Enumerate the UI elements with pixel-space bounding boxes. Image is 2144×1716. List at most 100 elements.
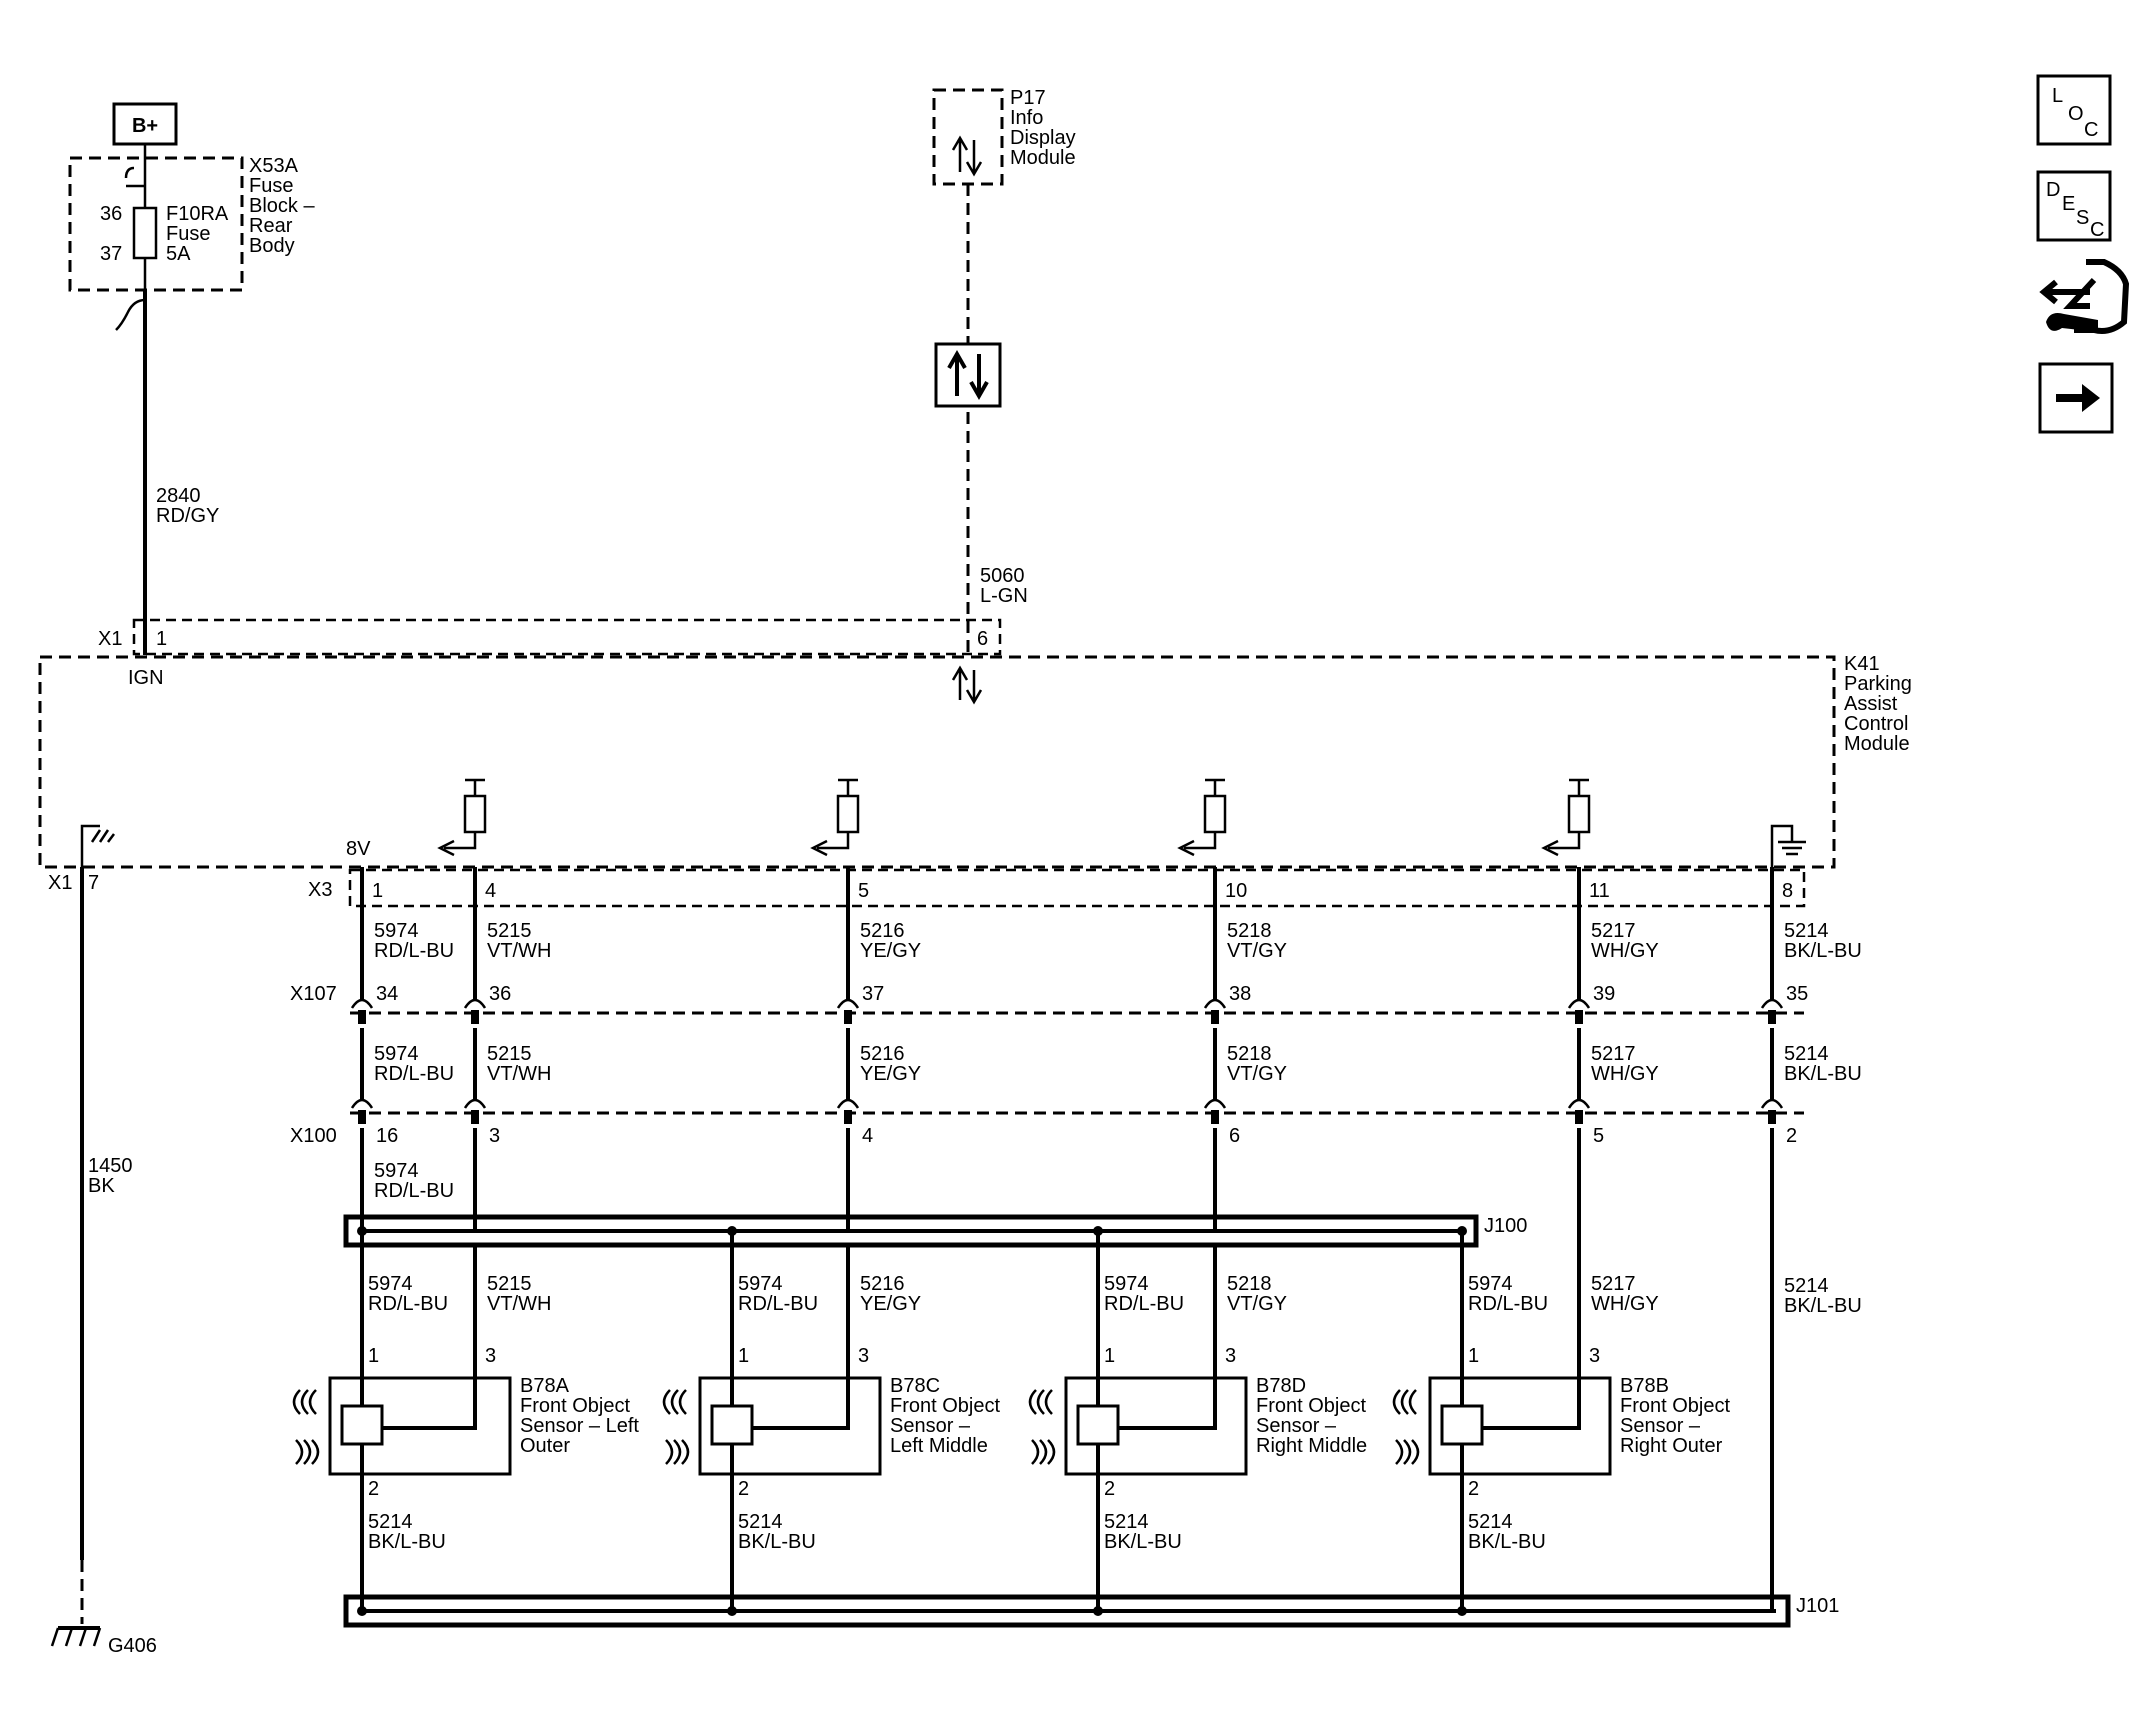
x3-color-5974: RD/L-BU [374, 940, 454, 962]
splice-j100: J100 [343, 1214, 1527, 1248]
x3-pin-11: 11 [1589, 880, 1610, 902]
procedure-button[interactable] [2039, 259, 2130, 334]
sensor-signal-circuit: 5216 [860, 1273, 905, 1295]
connector-male-icon [1575, 1010, 1583, 1024]
x107-label: X107 [290, 983, 337, 1005]
sensor-signal-color: YE/GY [860, 1293, 921, 1315]
x107-pin-37: 37 [862, 983, 884, 1005]
loc-letter-2: O [2068, 103, 2084, 125]
sensor-power-color: RD/L-BU [738, 1293, 818, 1315]
connector-female-icon [1203, 998, 1227, 1009]
location-view-button[interactable]: L O C [2036, 74, 2112, 146]
fuse-rating-2: 5A [166, 243, 191, 265]
sensor-power-circuit: 5974 [368, 1273, 413, 1295]
loc-letter-3: C [2084, 119, 2098, 141]
sensor-power-circuit: 5974 [1468, 1273, 1513, 1295]
sensor-pin-signal: 3 [1225, 1345, 1236, 1367]
splice-dot [727, 1606, 737, 1616]
x107-circuit-5214: 5214 [1784, 1043, 1829, 1065]
serial-wire-circuit: 5060 [980, 565, 1025, 587]
sensor-gnd-circuit: 5214 [1104, 1511, 1149, 1533]
pullup-resistor-2 [810, 778, 860, 857]
x100-label: X100 [290, 1125, 337, 1147]
module-name-3: Control [1844, 713, 1908, 735]
sensor-gnd-color: BK/L-BU [368, 1531, 446, 1553]
sensor-gnd-circuit: 5214 [368, 1511, 413, 1533]
x100-pin-4: 4 [862, 1125, 873, 1147]
next-page-button[interactable] [2038, 362, 2114, 434]
sensor-signal-color: VT/WH [487, 1293, 551, 1315]
sensor-gnd-color: BK/L-BU [1468, 1531, 1546, 1553]
sensor-signal-circuit: 5217 [1591, 1273, 1636, 1295]
fuse-block: X53A Fuse Block – Rear Body 36 37 F10RA … [68, 155, 315, 331]
x3-circuit-5218: 5218 [1227, 920, 1272, 942]
connector-female-icon [463, 1098, 487, 1109]
sensor-name-line: Front Object [520, 1395, 630, 1417]
x3-circuit-5215: 5215 [487, 920, 532, 942]
sensor-pin-signal: 3 [485, 1345, 496, 1367]
sensor-pin-power: 1 [1468, 1345, 1479, 1367]
connector-female-icon [1567, 1098, 1591, 1109]
module-ground-icon [1770, 824, 1806, 867]
sensor-id: B78C [890, 1375, 940, 1397]
label-8v: 8V [346, 838, 371, 860]
sensor-name-line: Right Outer [1620, 1435, 1723, 1457]
splice-j100-label: J100 [1484, 1215, 1527, 1237]
sensor-pin-gnd: 2 [1468, 1478, 1479, 1500]
circuit-columns: 15974RD/L-BU345974RD/L-BU165974RD/L-BU45… [350, 867, 1862, 1611]
splice-dot [357, 1226, 367, 1236]
splice-j101-label: J101 [1796, 1595, 1839, 1617]
sensor-element-icon [1076, 1404, 1120, 1446]
x1-gnd-label: X1 [48, 872, 72, 894]
x107-pin-38: 38 [1229, 983, 1251, 1005]
sensor-pin-gnd: 2 [368, 1478, 379, 1500]
x100-circuit-5974: 5974 [374, 1160, 419, 1182]
x3-circuit-5974: 5974 [374, 920, 419, 942]
pullup-resistor-3 [1177, 778, 1227, 857]
sensor-pin-gnd: 2 [1104, 1478, 1115, 1500]
pullup-resistor-4 [1541, 778, 1591, 857]
fuse-block-name-1: Fuse [249, 175, 293, 197]
x107-color-5216: YE/GY [860, 1063, 921, 1085]
module-name-2: Assist [1844, 693, 1898, 715]
description-view-button[interactable]: D E S C [2036, 170, 2112, 242]
sensor-name-line: Sensor – [890, 1415, 971, 1437]
x3-pin-8: 8 [1782, 880, 1793, 902]
hand-wrench-icon [2039, 259, 2130, 334]
x1-pin-ign: 1 [156, 628, 167, 650]
fuse-pin-out: 37 [100, 243, 122, 265]
sensor-element-icon [1440, 1404, 1484, 1446]
x100-pin-5: 5 [1593, 1125, 1604, 1147]
battery-supply-label: B+ [132, 115, 158, 137]
x107-color-5974: RD/L-BU [374, 1063, 454, 1085]
x107-pin-36: 36 [489, 983, 511, 1005]
battery-supply: B+ [112, 102, 178, 146]
splice-dot [1093, 1606, 1103, 1616]
sensor-signal-color: WH/GY [1591, 1293, 1659, 1315]
connector-female-icon [1567, 998, 1591, 1009]
connector-male-icon [358, 1010, 366, 1024]
x3-pin-1: 1 [372, 880, 383, 902]
x3-color-5216: YE/GY [860, 940, 921, 962]
fuse-block-id: X53A [249, 155, 299, 177]
desc-letter-3: S [2076, 207, 2089, 229]
module-name-4: Module [1844, 733, 1910, 755]
x107-pin-35: 35 [1786, 983, 1808, 1005]
x107-pin-34: 34 [376, 983, 398, 1005]
sensor-name-line: Front Object [1256, 1395, 1366, 1417]
desc-letter-4: C [2090, 219, 2104, 241]
sensor-signal-circuit: 5218 [1227, 1273, 1272, 1295]
splice-dot [1457, 1606, 1467, 1616]
splice-dot [1457, 1226, 1467, 1236]
sensor-power-circuit: 5974 [738, 1273, 783, 1295]
parking-assist-module: K41 Parking Assist Control Module [38, 653, 1912, 869]
x3-pin-4: 4 [485, 880, 496, 902]
x3-color-5215: VT/WH [487, 940, 551, 962]
connector-male-icon [844, 1110, 852, 1124]
splice-j101: J101 [343, 1594, 1839, 1628]
